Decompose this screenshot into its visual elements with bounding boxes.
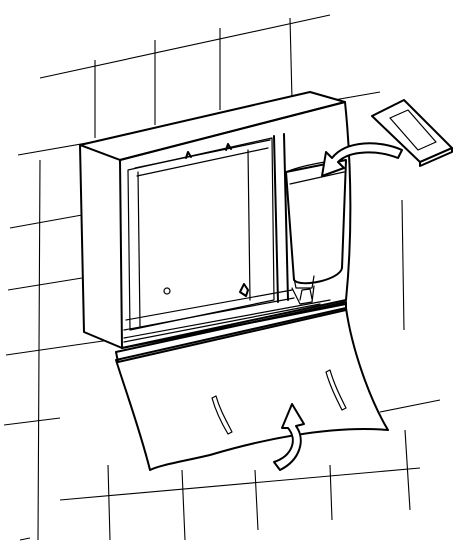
refill-container bbox=[285, 159, 347, 289]
lift-arrow-icon bbox=[273, 403, 305, 471]
front-panel bbox=[115, 301, 389, 471]
dispenser-housing bbox=[79, 91, 352, 349]
cover-plate bbox=[371, 99, 453, 167]
insert-arrow-icon bbox=[321, 142, 403, 177]
wall-tile-grid bbox=[3, 14, 441, 541]
